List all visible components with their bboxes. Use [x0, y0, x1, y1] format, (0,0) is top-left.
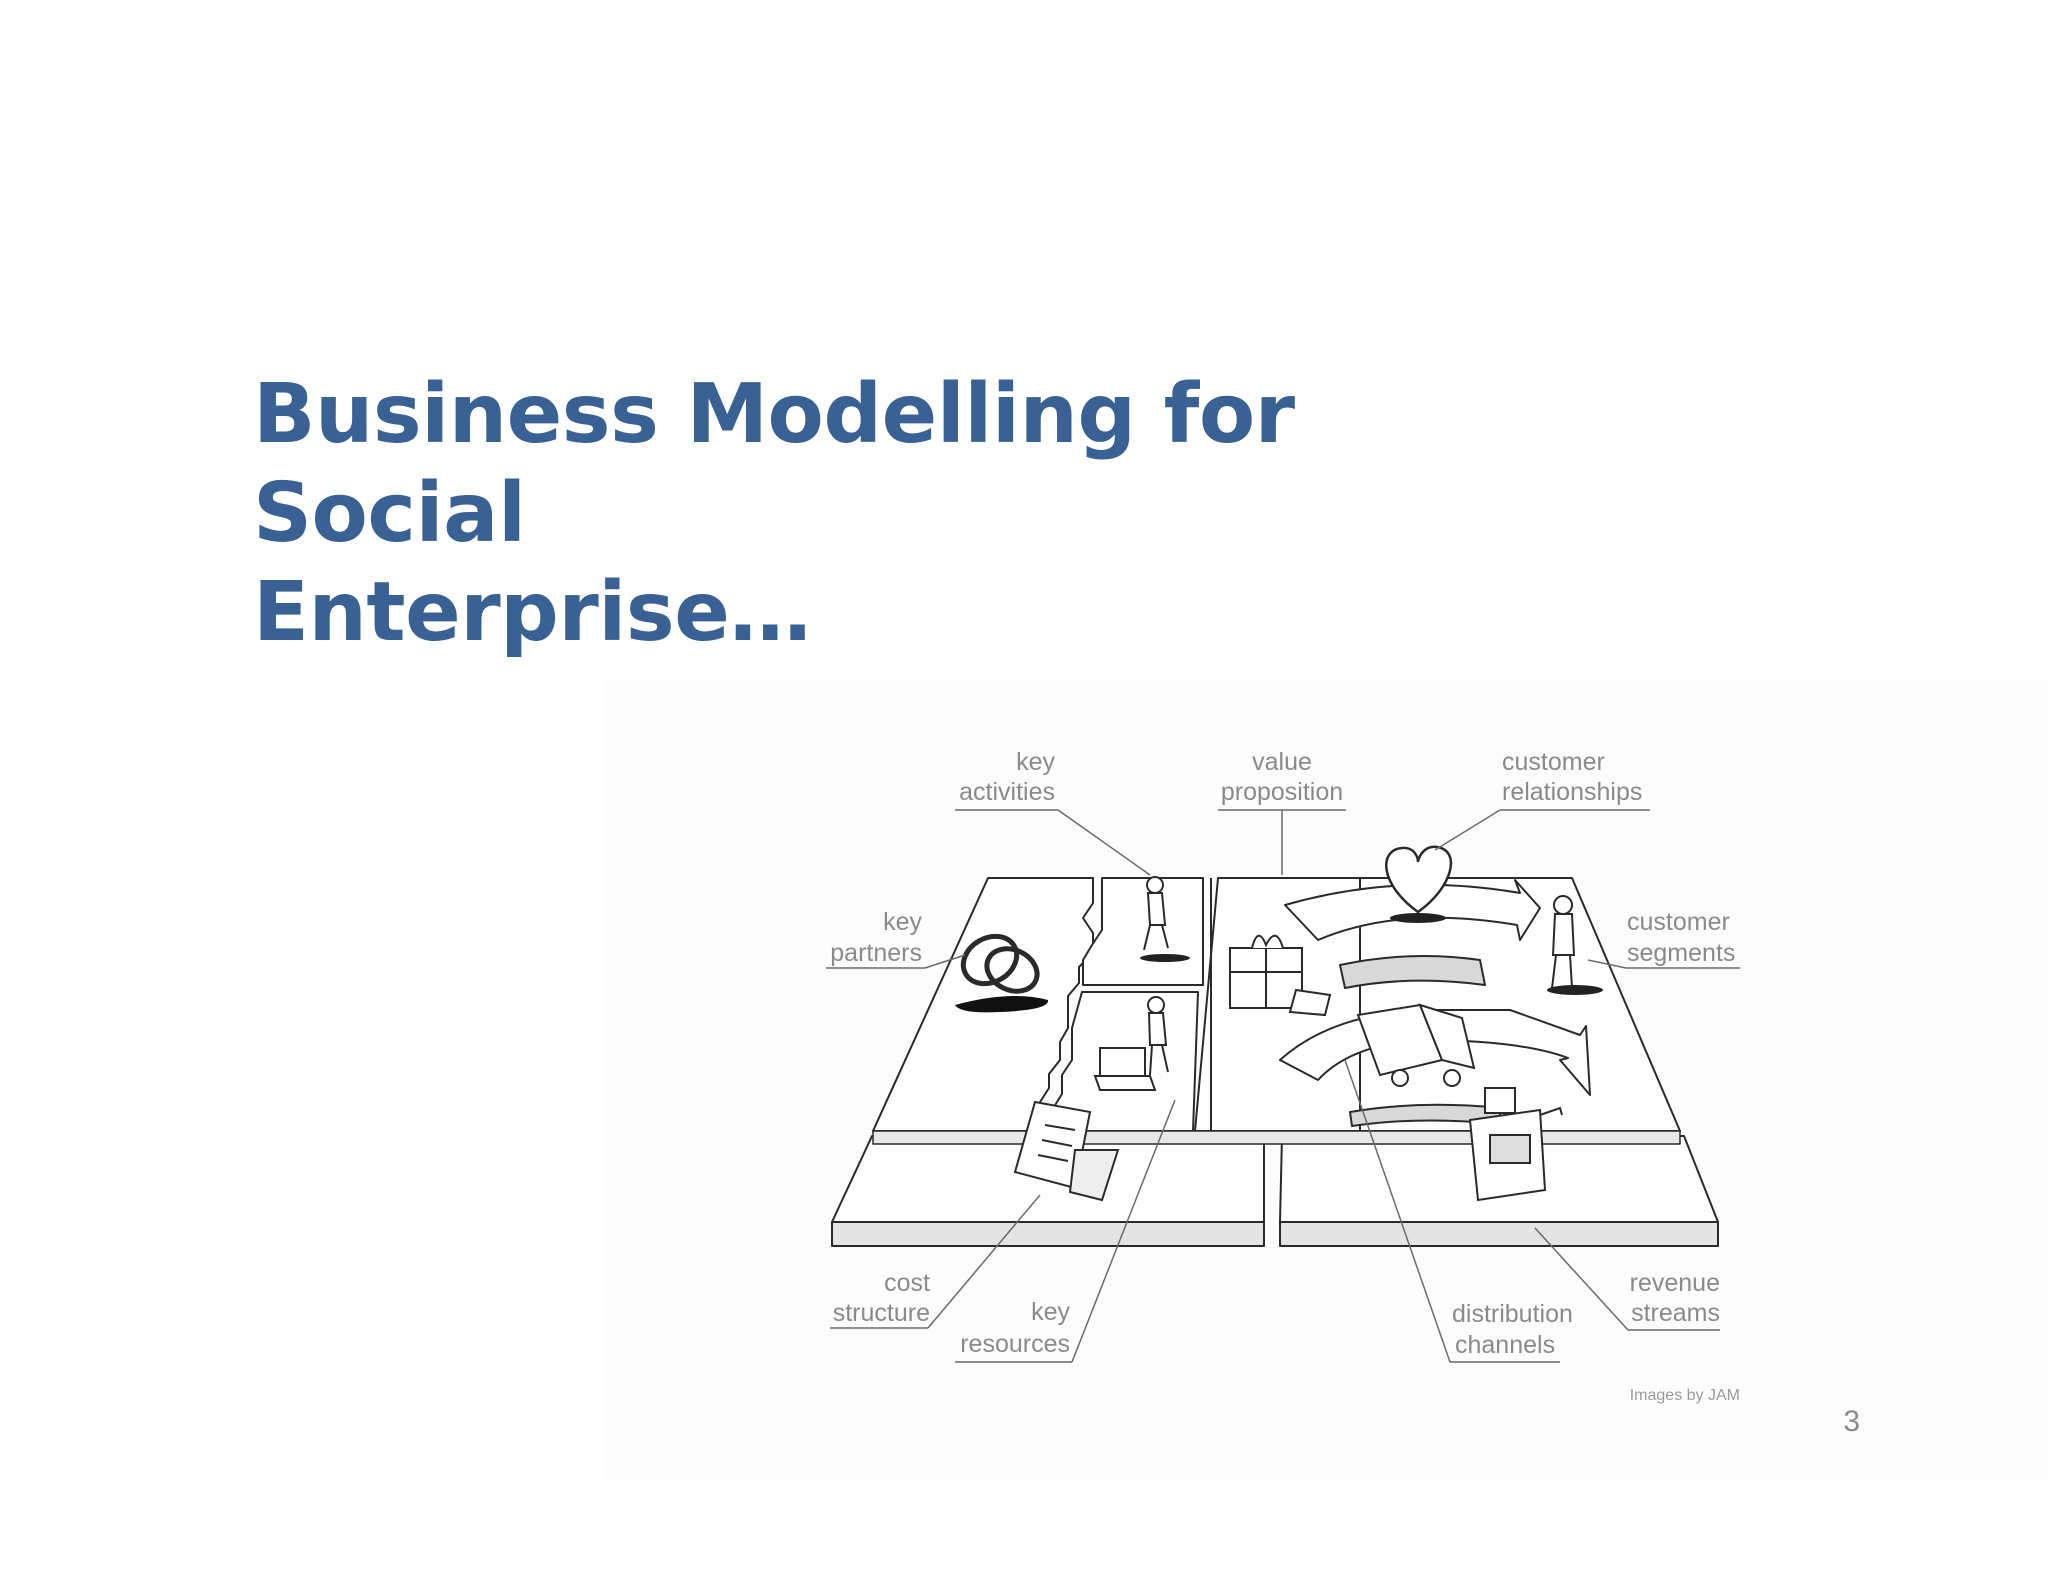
label-key-resources: key resources: [960, 1298, 1070, 1358]
cost-structure-edge: [831, 1221, 1265, 1247]
svg-text:proposition: proposition: [1221, 778, 1343, 806]
label-key-activities: key activities: [959, 748, 1055, 806]
key-activities-block: [1082, 877, 1204, 986]
svg-text:partners: partners: [830, 939, 922, 967]
svg-text:resources: resources: [960, 1330, 1070, 1358]
label-customer-segments: customer segments: [1627, 908, 1735, 967]
documents-icon: [1013, 1100, 1120, 1202]
customer-person-icon: [1551, 895, 1576, 989]
svg-text:cost: cost: [884, 1269, 930, 1297]
label-distribution-channels: distribution channels: [1452, 1300, 1573, 1359]
image-credit: Images by JAM: [1630, 1387, 1740, 1404]
gift-icon: [1229, 934, 1332, 1017]
svg-text:customer: customer: [1502, 748, 1605, 776]
canvas-drawing: key activities value proposition custome…: [826, 748, 1740, 1404]
worker-icon: [1093, 876, 1169, 1091]
svg-text:channels: channels: [1455, 1331, 1555, 1359]
label-cost-structure: cost structure: [833, 1269, 930, 1327]
label-revenue-streams: revenue streams: [1630, 1269, 1720, 1327]
label-value-proposition: value proposition: [1221, 748, 1343, 806]
label-customer-relationships: customer relationships: [1502, 748, 1642, 806]
svg-text:key: key: [1031, 1298, 1070, 1326]
title-line-1: Business Modelling for Social: [253, 367, 1295, 561]
page-number: 3: [1843, 1405, 1860, 1438]
svg-text:customer: customer: [1627, 908, 1730, 936]
rings-icon: [960, 933, 1040, 994]
svg-text:key: key: [1016, 748, 1055, 776]
svg-text:segments: segments: [1627, 939, 1735, 967]
svg-text:revenue: revenue: [1630, 1269, 1720, 1297]
title-line-2: Enterprise…: [253, 565, 811, 660]
svg-text:key: key: [883, 908, 922, 936]
heart-icon: [1385, 845, 1453, 914]
truck-icon: [1356, 1003, 1476, 1087]
svg-text:distribution: distribution: [1452, 1300, 1573, 1328]
svg-text:relationships: relationships: [1502, 778, 1642, 806]
label-key-partners: key partners: [830, 908, 922, 967]
svg-text:streams: streams: [1631, 1299, 1720, 1327]
revenue-edge: [1279, 1221, 1719, 1247]
svg-text:value: value: [1252, 748, 1312, 776]
cash-register-icon: [1468, 1087, 1563, 1202]
channel-arrow-top: [1284, 879, 1541, 941]
svg-text:structure: structure: [833, 1299, 930, 1327]
channel-arrow-bottom: [1279, 1009, 1591, 1096]
business-model-canvas-illustration: key activities value proposition custome…: [605, 680, 2048, 1480]
slide-title: Business Modelling for Social Enterprise…: [253, 365, 1553, 662]
svg-text:activities: activities: [959, 778, 1055, 806]
